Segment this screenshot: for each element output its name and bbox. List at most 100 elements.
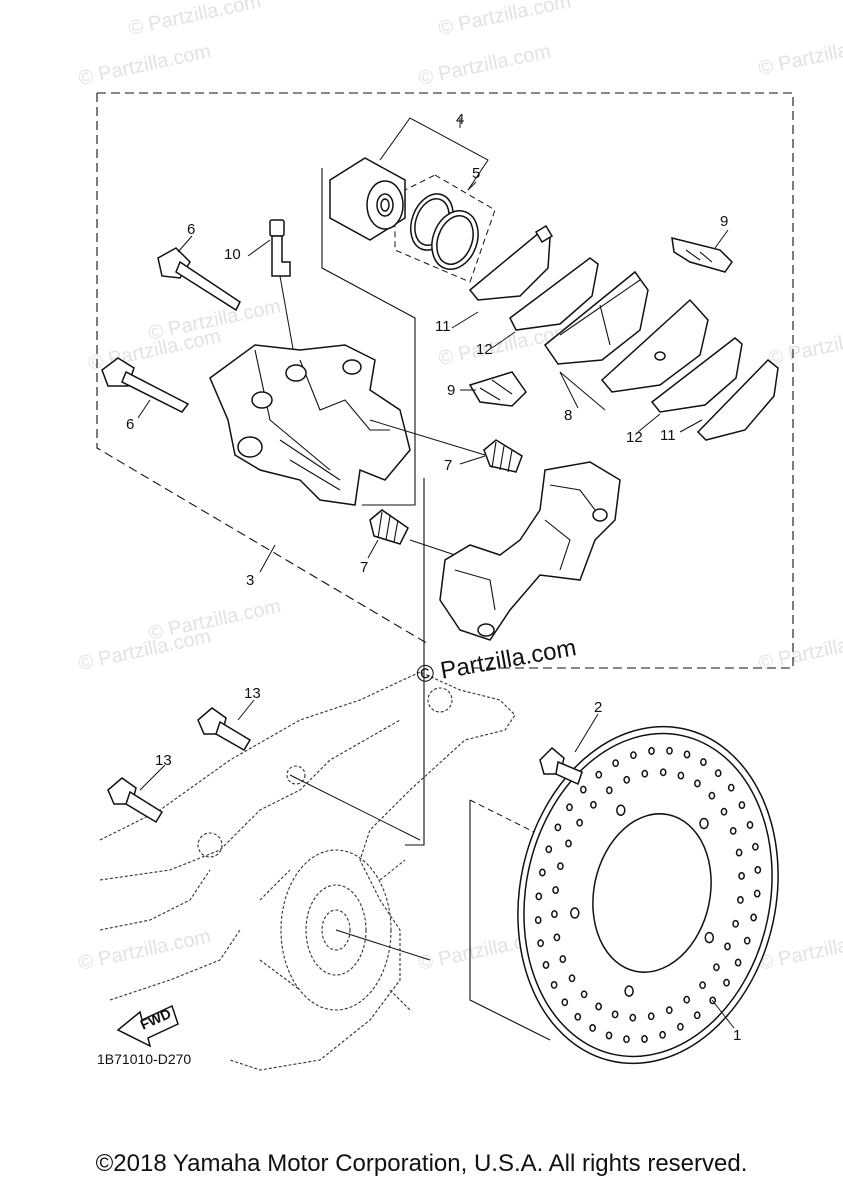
callout-4: 4 (456, 111, 464, 128)
disc-hole (550, 980, 558, 989)
callout-6: 6 (126, 416, 134, 433)
disc-hole (647, 1012, 655, 1021)
bleed-screw (269, 219, 296, 361)
disc-hole (727, 783, 735, 792)
caliper-body (209, 344, 411, 506)
disc-hole (552, 886, 559, 895)
callout-6: 6 (187, 221, 195, 238)
disc-hole (750, 913, 757, 922)
disc-hole (746, 821, 754, 829)
disc-hole (557, 862, 564, 871)
diagram-code: 1B71010-D270 (97, 1051, 191, 1067)
pin-leader (369, 419, 486, 456)
callout-10: 10 (224, 246, 241, 263)
callout-11: 11 (435, 318, 451, 335)
disc-hole (561, 998, 569, 1007)
caliper-assembly-boundary (96, 92, 794, 669)
disc-hole (568, 974, 576, 983)
caliper-mount-bolt-lower (107, 777, 164, 824)
disc-hole (659, 1030, 666, 1039)
watermark: © Partzilla.com (126, 0, 262, 40)
disc-hole (534, 916, 542, 925)
callout-3: 3 (246, 572, 254, 589)
disc-hole (723, 978, 730, 987)
disc-leader (469, 799, 541, 836)
disc-hole (623, 1035, 630, 1044)
disc-group-boundary (469, 800, 551, 1041)
callout-12: 12 (626, 429, 643, 446)
disc-hole (677, 1022, 684, 1031)
disc-hole (595, 1002, 602, 1011)
pad-shim-upper (468, 224, 554, 301)
disc-hole (720, 807, 728, 816)
brake-pads (543, 270, 709, 393)
disc-hole (630, 751, 637, 760)
disc-hole (589, 1023, 596, 1032)
pad-spring-lower (468, 371, 527, 407)
disc-hole (714, 769, 722, 778)
disc-hole (724, 942, 731, 951)
pad-shim-inner-upper (509, 257, 599, 331)
disc-hole (753, 889, 761, 898)
disc-hole (659, 768, 667, 777)
watermark: © Partzilla.com (756, 30, 843, 80)
disc-hole (554, 823, 562, 832)
pad-spring-upper (671, 237, 733, 273)
axle-leader (335, 929, 431, 961)
disc-hole (683, 750, 691, 759)
disc-hole (574, 1012, 582, 1021)
swingarm-outline (99, 671, 516, 1071)
disc-hole (559, 955, 567, 964)
disc-hole (576, 818, 583, 827)
copyright-notice: ©2018 Yamaha Motor Corporation, U.S.A. A… (95, 1150, 748, 1177)
callout-2: 2 (594, 699, 602, 716)
disc-hole (732, 919, 739, 928)
disc-hole (623, 775, 631, 784)
disc-hole (738, 871, 745, 880)
pin-group-boundary (405, 478, 425, 846)
disc-mount-hole (570, 907, 580, 919)
disc-hole (590, 800, 597, 809)
disc-hole (700, 758, 707, 767)
disc-hole (752, 842, 759, 851)
disc-hole (699, 981, 706, 990)
brake-disc-holes (534, 746, 762, 1044)
disc-hole (537, 939, 544, 948)
disc-hole (612, 759, 619, 768)
disc-hole (605, 786, 613, 795)
slide-pin-boot-lower (369, 509, 409, 545)
disc-hole (566, 803, 573, 812)
callout-7: 7 (360, 559, 368, 576)
disc-hole (729, 826, 737, 835)
callouts: 4 5 6 10 9 11 12 9 6 8 12 11 7 7 3 13 2 … (126, 111, 741, 1044)
center-watermark-text: © Partzilla.com (414, 634, 578, 689)
disc-mount-hole (704, 931, 715, 944)
disc-hole (605, 1031, 613, 1040)
disc-hole (611, 1010, 619, 1019)
piston-bracket (379, 117, 489, 191)
disc-hole (754, 865, 762, 874)
disc-hole (595, 770, 603, 779)
disc-hole (579, 785, 587, 794)
disc-mount-hole (699, 817, 709, 830)
disc-hole (713, 963, 720, 972)
watermark: © Partzilla.com (416, 40, 552, 90)
disc-mount-hole (616, 804, 626, 816)
disc-hole (683, 995, 691, 1004)
watermark: © Partzilla.com (436, 0, 572, 40)
disc-hole (542, 961, 550, 969)
callout-13: 13 (155, 752, 172, 769)
disc-hole (539, 868, 546, 877)
callout-5: 5 (472, 165, 480, 182)
disc-hole (665, 1006, 673, 1015)
disc-hole (641, 1035, 648, 1043)
brake-disc (517, 725, 779, 1065)
watermark: © Partzilla.com (146, 595, 282, 645)
disc-hole (580, 990, 588, 999)
disc-hole (551, 910, 558, 919)
caliper-bolt-lower (101, 357, 190, 413)
callout-1: 1 (733, 1027, 741, 1044)
disc-hole (629, 1013, 637, 1022)
piston-seals (409, 193, 479, 270)
